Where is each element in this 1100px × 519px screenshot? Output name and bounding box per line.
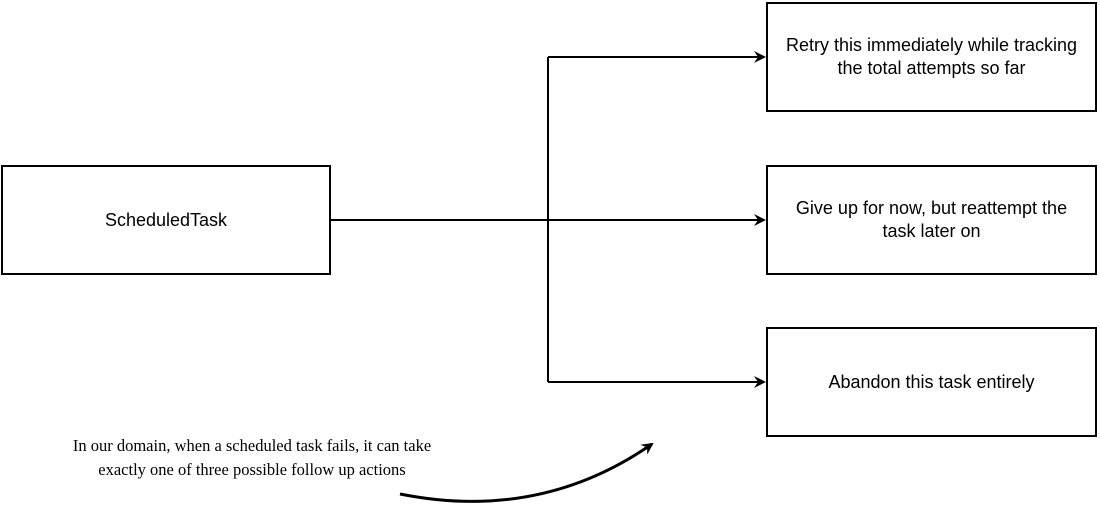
annotation-curved-arrow — [399, 442, 654, 503]
outcome-retry-label: Retry this immediately while tracking th… — [785, 35, 1078, 78]
scheduled-task-label: ScheduledTask — [104, 209, 228, 230]
outcome-abandon-box: Abandon this task entirely — [766, 327, 1097, 437]
outcome-reattempt-later-box: Give up for now, but reattempt the task … — [766, 165, 1097, 275]
outcome-retry-box: Retry this immediately while tracking th… — [766, 2, 1097, 112]
annotation-note: In our domain, when a scheduled task fai… — [72, 436, 432, 479]
outcome-reattempt-later-label: Give up for now, but reattempt the task … — [795, 198, 1068, 241]
outcome-abandon-label: Abandon this task entirely — [828, 371, 1035, 392]
scheduled-task-box: ScheduledTask — [1, 165, 331, 275]
